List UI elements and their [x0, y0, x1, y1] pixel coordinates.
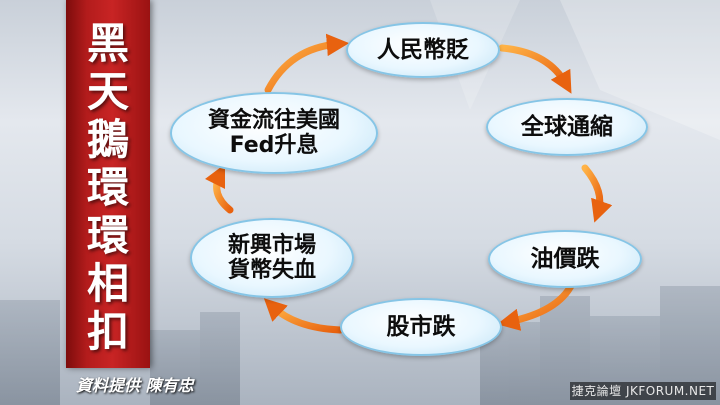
- arrow-emerging-to-capital: [204, 163, 234, 214]
- arrow-stocks-to-emerging: [263, 298, 344, 334]
- watermark: 捷克論壇 JKFORUM.NET: [570, 382, 716, 400]
- node-oil-price-drop: 油價跌: [488, 230, 642, 288]
- node-label: 油價跌: [530, 246, 600, 272]
- title-banner: 黑 天 鵝 環 環 相 扣: [66, 0, 150, 368]
- node-emerging-markets: 新興市場 貨幣失血: [190, 218, 354, 298]
- source-credit: 資料提供 陳有忠: [76, 376, 194, 395]
- arrow-capital-to-rmb: [264, 33, 350, 94]
- node-stock-drop: 股市跌: [340, 298, 502, 356]
- node-label: 股市跌: [386, 314, 456, 340]
- title-char: 黑: [86, 19, 129, 68]
- node-global-deflation: 全球通縮: [486, 98, 648, 156]
- node-label-line2: 貨幣失血: [227, 258, 316, 283]
- title-char: 相: [86, 259, 129, 308]
- arrow-rmb-to-deflation: [498, 44, 572, 94]
- title-char: 鵝: [86, 115, 129, 164]
- title-char: 環: [86, 211, 129, 260]
- node-label-line2: Fed升息: [229, 133, 319, 158]
- node-capital-to-us: 資金流往美國 Fed升息: [170, 92, 378, 174]
- title-char: 扣: [86, 307, 129, 356]
- node-label-line1: 資金流往美國: [207, 108, 340, 133]
- arrow-deflation-to-oil: [581, 164, 613, 223]
- title-char: 天: [86, 67, 129, 116]
- node-label: 全球通縮: [521, 114, 613, 140]
- node-label: 人民幣貶: [377, 37, 469, 63]
- node-label-line1: 新興市場: [227, 233, 316, 258]
- arrow-oil-to-stocks: [497, 280, 576, 331]
- title-char: 環: [86, 163, 129, 212]
- node-rmb-depreciation: 人民幣貶: [346, 22, 500, 78]
